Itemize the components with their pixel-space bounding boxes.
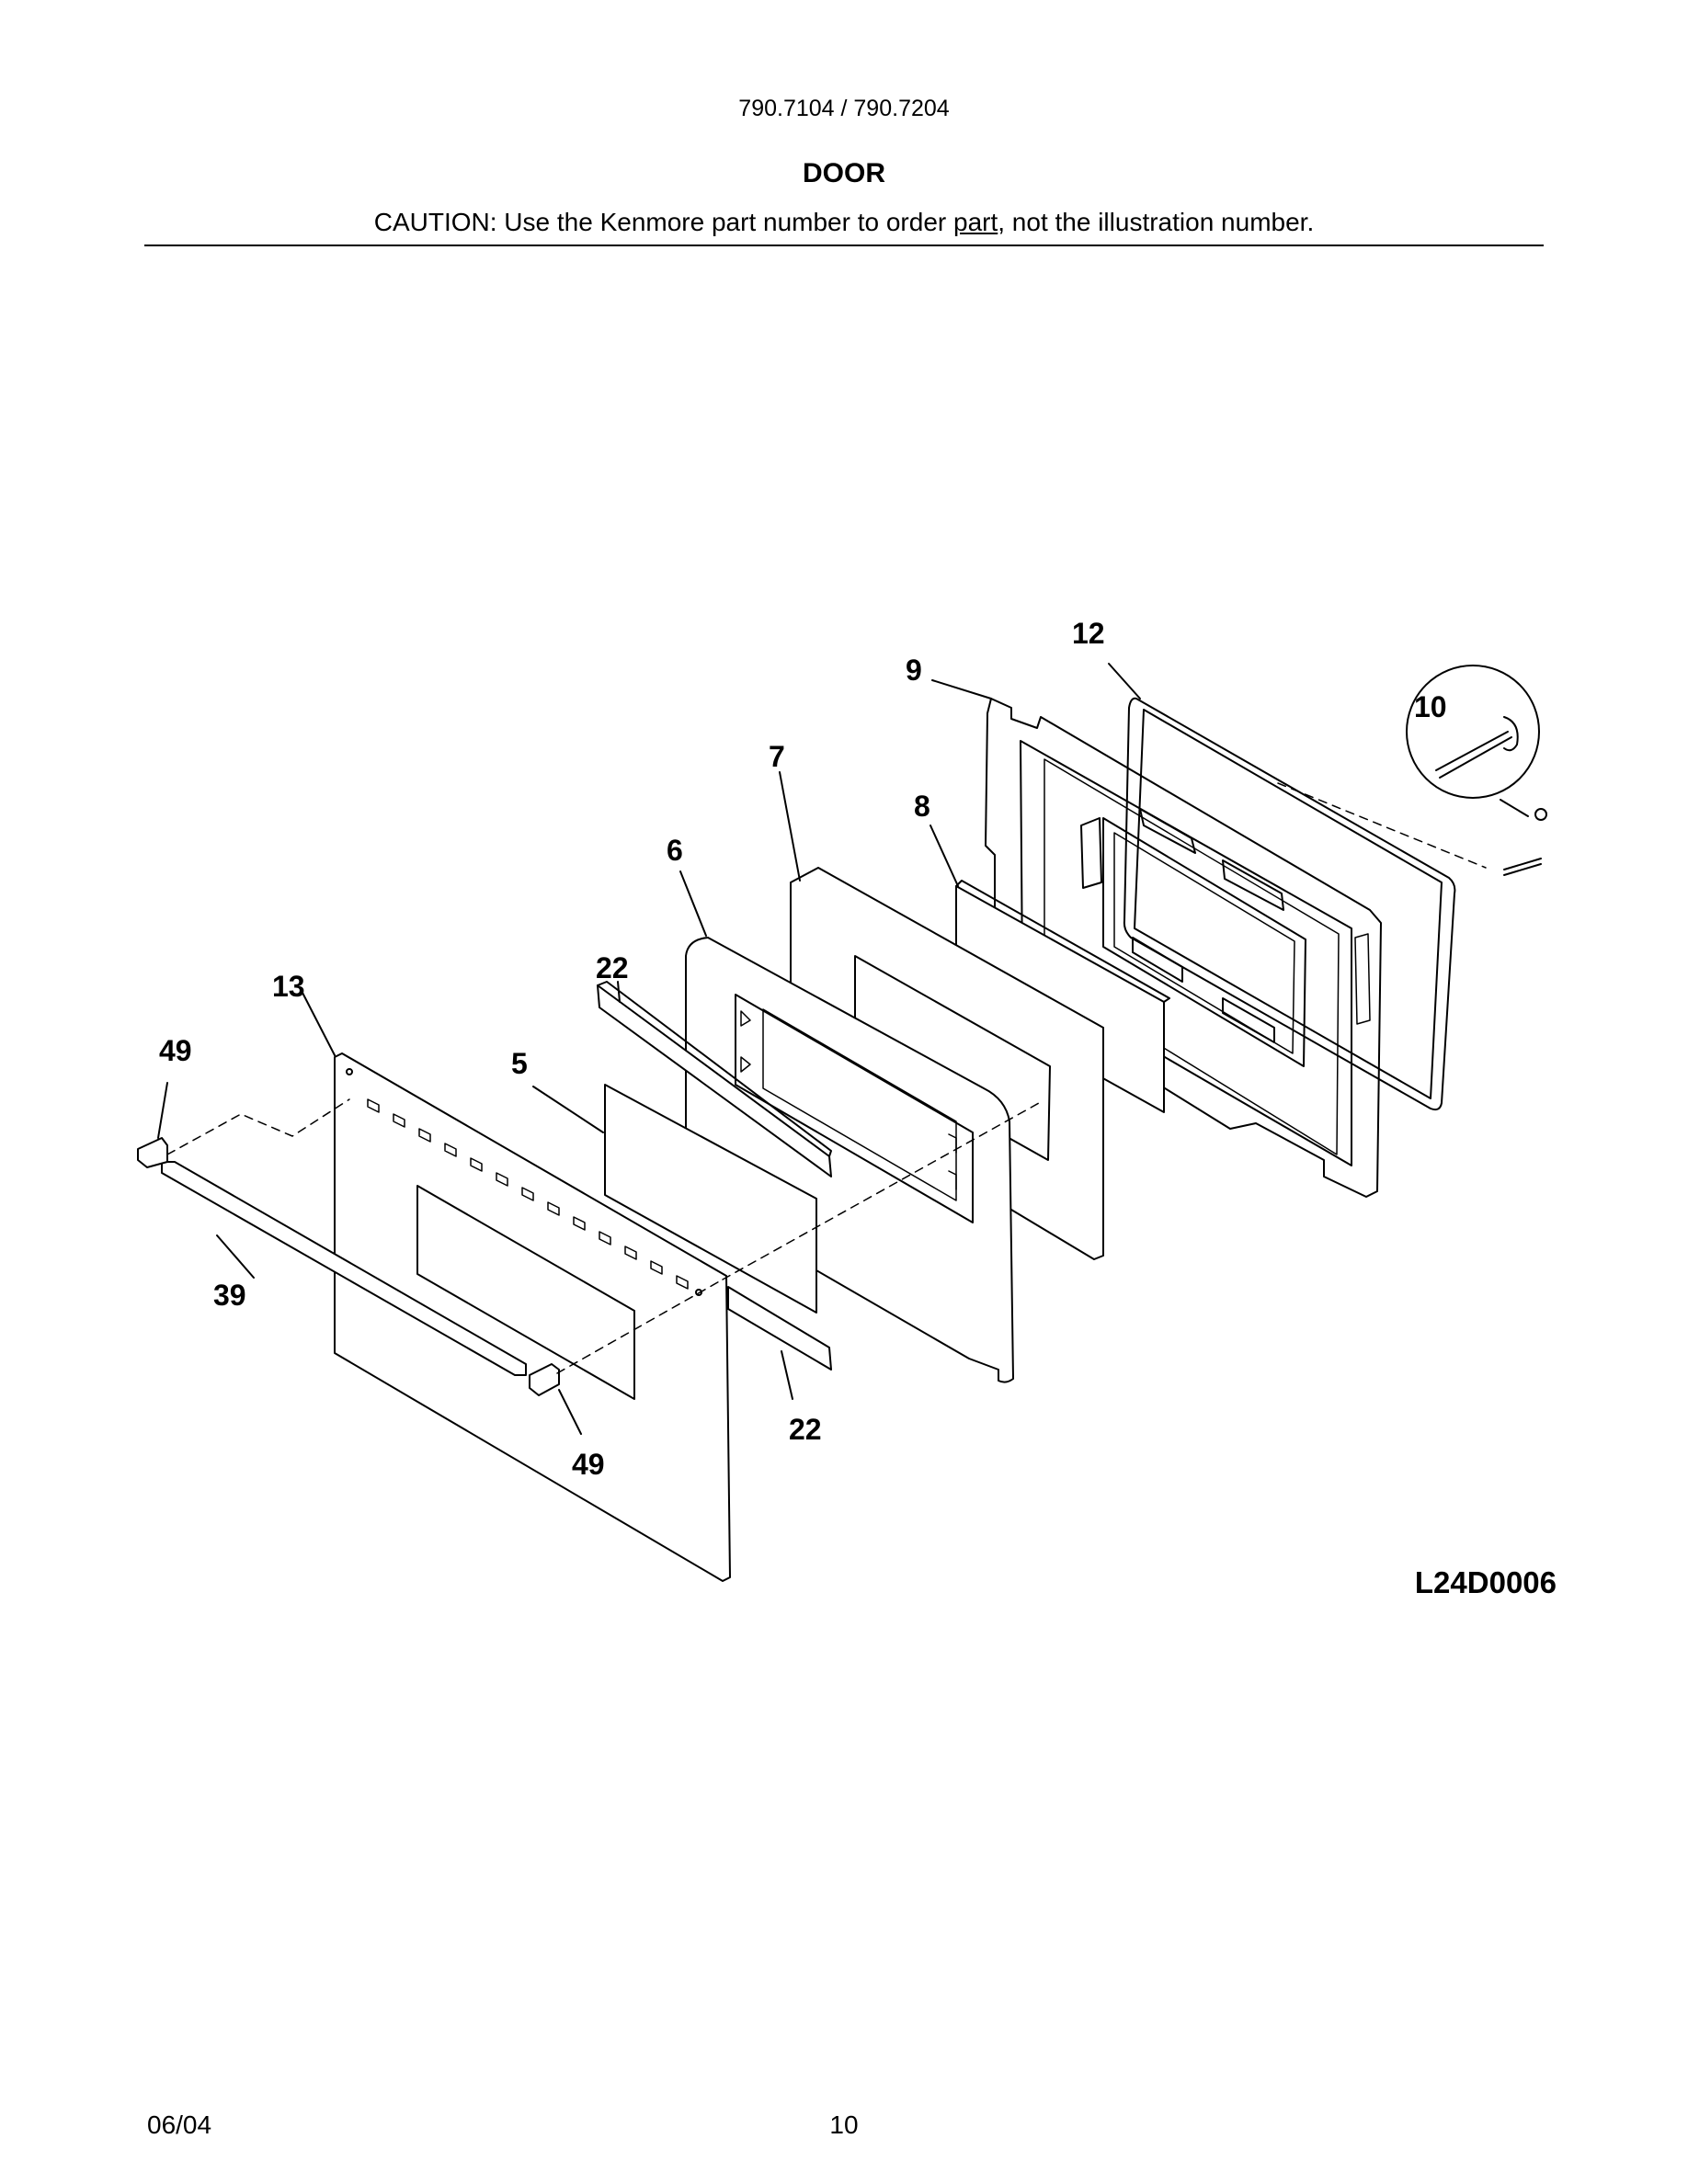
section-title: DOOR: [803, 158, 885, 188]
callout-22-upper: 22: [596, 951, 629, 984]
caution-note: CAUTION: Use the Kenmore part number to …: [0, 208, 1688, 237]
part-49-right-end-cap: [529, 1363, 560, 1396]
part-22-upper-door-channel: [597, 981, 832, 1177]
callout-13: 13: [272, 970, 305, 1003]
footer-date: 06/04: [147, 2110, 212, 2139]
callout-49-left: 49: [159, 1034, 192, 1067]
part-39-handle-bar: [161, 1161, 527, 1376]
part-9-inner-door-liner: [985, 698, 1382, 1198]
callout-8: 8: [914, 790, 930, 823]
callout-12: 12: [1072, 617, 1105, 650]
part-5-inner-glass: [604, 1084, 817, 1314]
callout-49-right: 49: [572, 1448, 605, 1481]
model-numbers: 790.7104 / 790.7204: [738, 96, 950, 121]
part-12-door-gasket: [1123, 697, 1456, 1111]
caution-underlined-word: part: [953, 208, 998, 236]
callout-5: 5: [511, 1047, 528, 1080]
callout-6: 6: [667, 834, 683, 867]
callout-39: 39: [213, 1279, 246, 1312]
header-rule: [144, 245, 1544, 246]
drawing-code: L24D0006: [1414, 1565, 1557, 1599]
callout-7: 7: [769, 740, 785, 773]
callout-9: 9: [906, 654, 922, 687]
part-13-outer-door-panel: [334, 1052, 731, 1582]
caution-text-prefix: CAUTION: Use the Kenmore part number to …: [373, 208, 953, 236]
callout-22-lower: 22: [789, 1413, 822, 1446]
part-49-left-end-cap: [137, 1137, 168, 1168]
part-10-screw-detail: [1406, 665, 1547, 876]
caution-text-suffix: , not the illustration number.: [998, 208, 1315, 236]
callout-10: 10: [1414, 690, 1447, 723]
alignment-dashed-lines: [166, 782, 1487, 1374]
part-6-inner-door-panel: [685, 937, 1014, 1383]
part-22-lower-door-channel: [727, 1286, 832, 1371]
footer-page-number: 10: [829, 2110, 859, 2139]
leader-lines: [157, 663, 1141, 1435]
